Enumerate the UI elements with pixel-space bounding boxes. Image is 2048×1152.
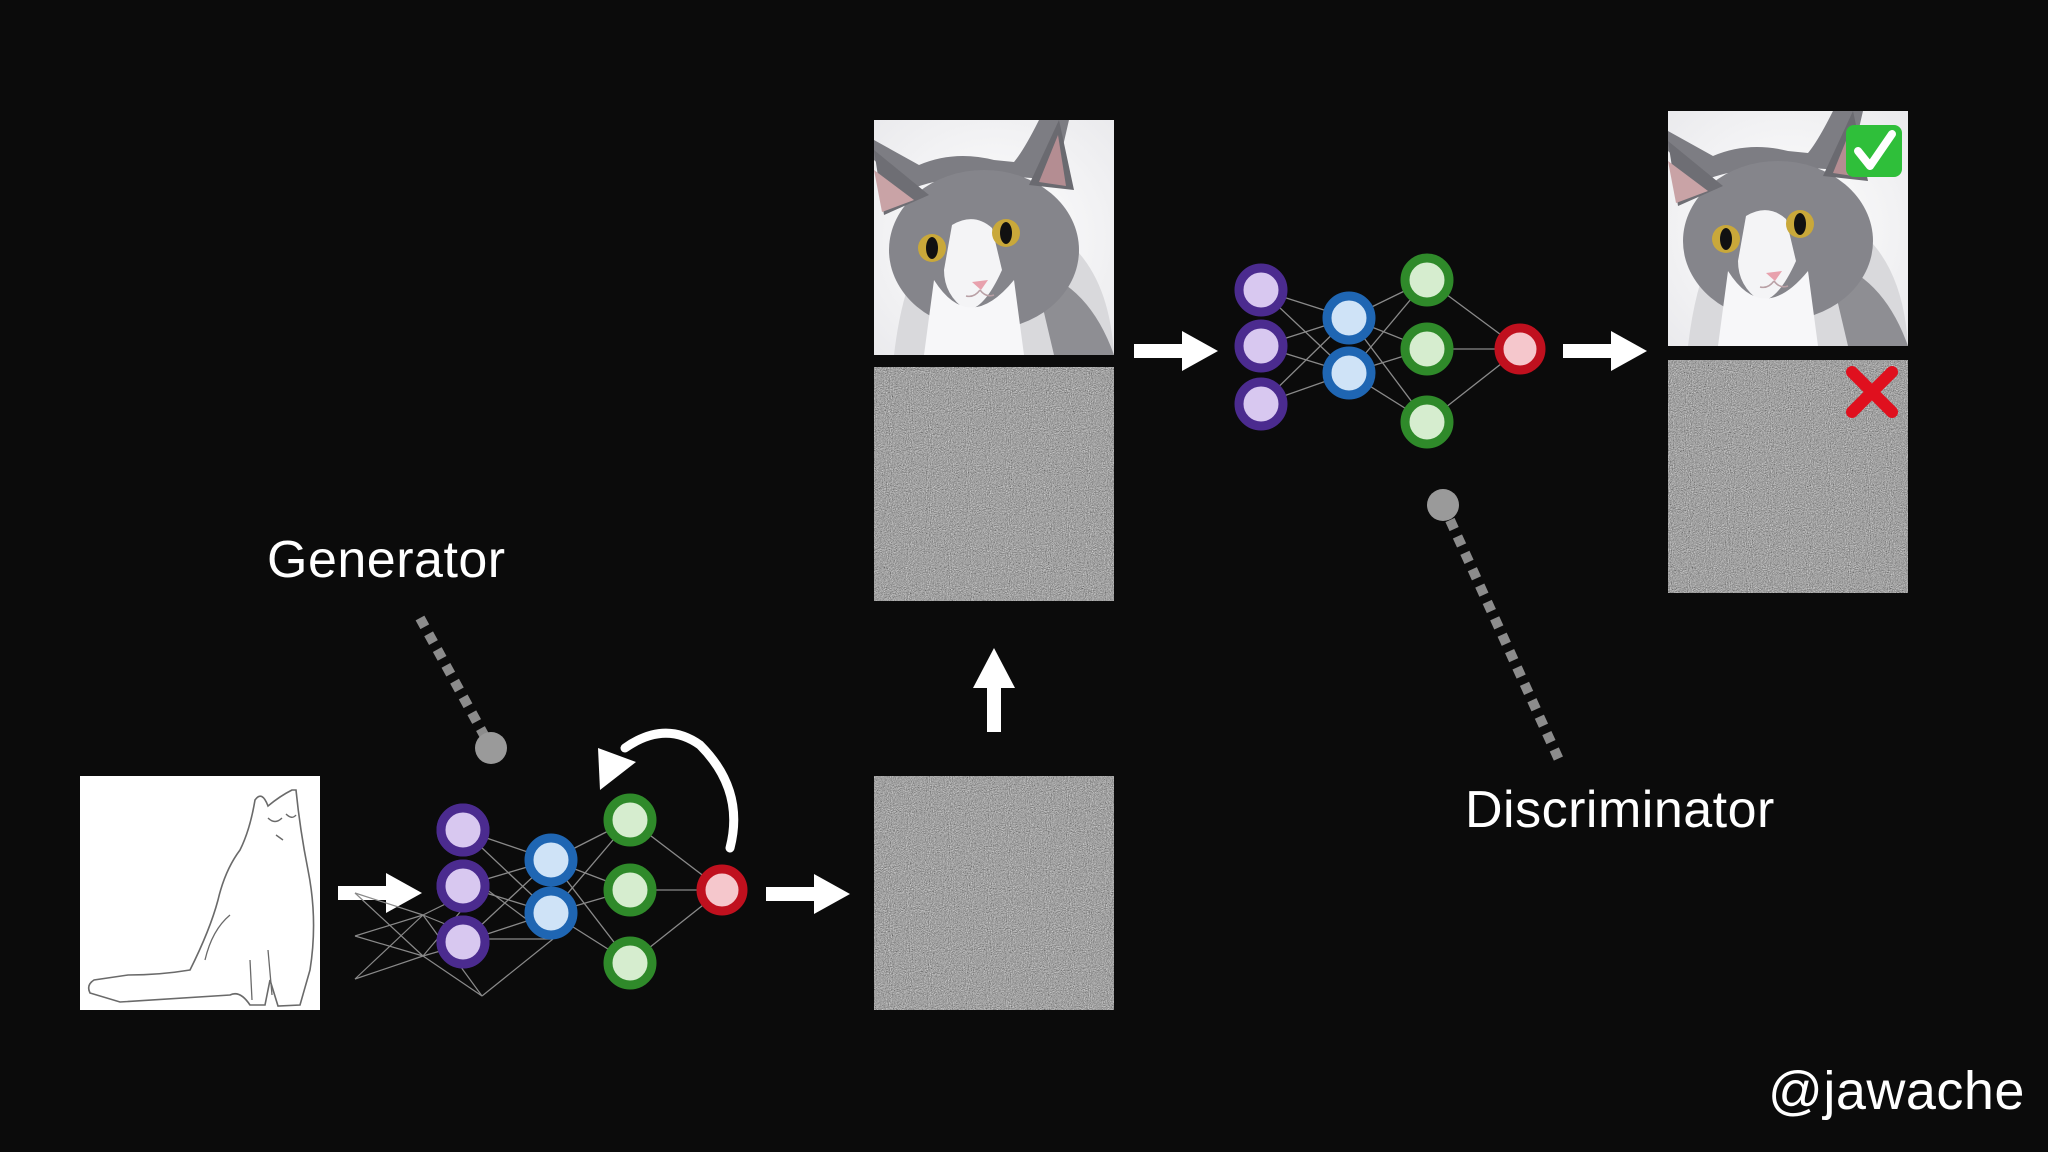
disc-input-node (1234, 377, 1288, 431)
disc-input-node (1234, 263, 1288, 317)
arrow-images-to-discriminator (1134, 331, 1218, 371)
curved-feedback-arrow-icon (598, 728, 739, 853)
generator-label: Generator (267, 531, 506, 589)
disc-input-node (1234, 319, 1288, 373)
gen-hidden2-node (603, 793, 657, 847)
gen-input-node (436, 915, 490, 969)
arrow-discriminator-to-results (1563, 331, 1647, 371)
discriminator-pointer (1427, 489, 1565, 765)
generator-nodes (436, 793, 748, 990)
generated-image (874, 776, 1114, 1010)
gen-hidden2-node (603, 936, 657, 990)
gen-output-node (696, 864, 748, 916)
fake-noise-image (874, 367, 1114, 601)
gen-hidden1-node (524, 833, 578, 887)
gen-hidden2-node (603, 863, 657, 917)
real-cat-image (873, 119, 1115, 356)
generator-pointer (415, 615, 507, 764)
disc-hidden2-node (1400, 253, 1454, 307)
disc-hidden2-node (1400, 395, 1454, 449)
disc-hidden1-node (1322, 291, 1376, 345)
green-check-icon (1846, 125, 1902, 177)
arrow-up-to-discriminator-inputs (973, 648, 1015, 732)
gen-input-node (436, 859, 490, 913)
gen-input-node (436, 803, 490, 857)
discriminator-network (1234, 253, 1546, 449)
arrow-sketch-to-generator (338, 873, 422, 913)
author-credit: @jawache (1768, 1061, 2025, 1121)
disc-output-node (1494, 323, 1546, 375)
disc-hidden1-node (1322, 346, 1376, 400)
disc-hidden2-node (1400, 322, 1454, 376)
gen-hidden1-node (524, 886, 578, 940)
red-cross-icon (1846, 366, 1898, 418)
arrow-generator-to-output (766, 874, 850, 914)
sketch-input-image (80, 776, 320, 1010)
discriminator-label: Discriminator (1465, 781, 1775, 839)
